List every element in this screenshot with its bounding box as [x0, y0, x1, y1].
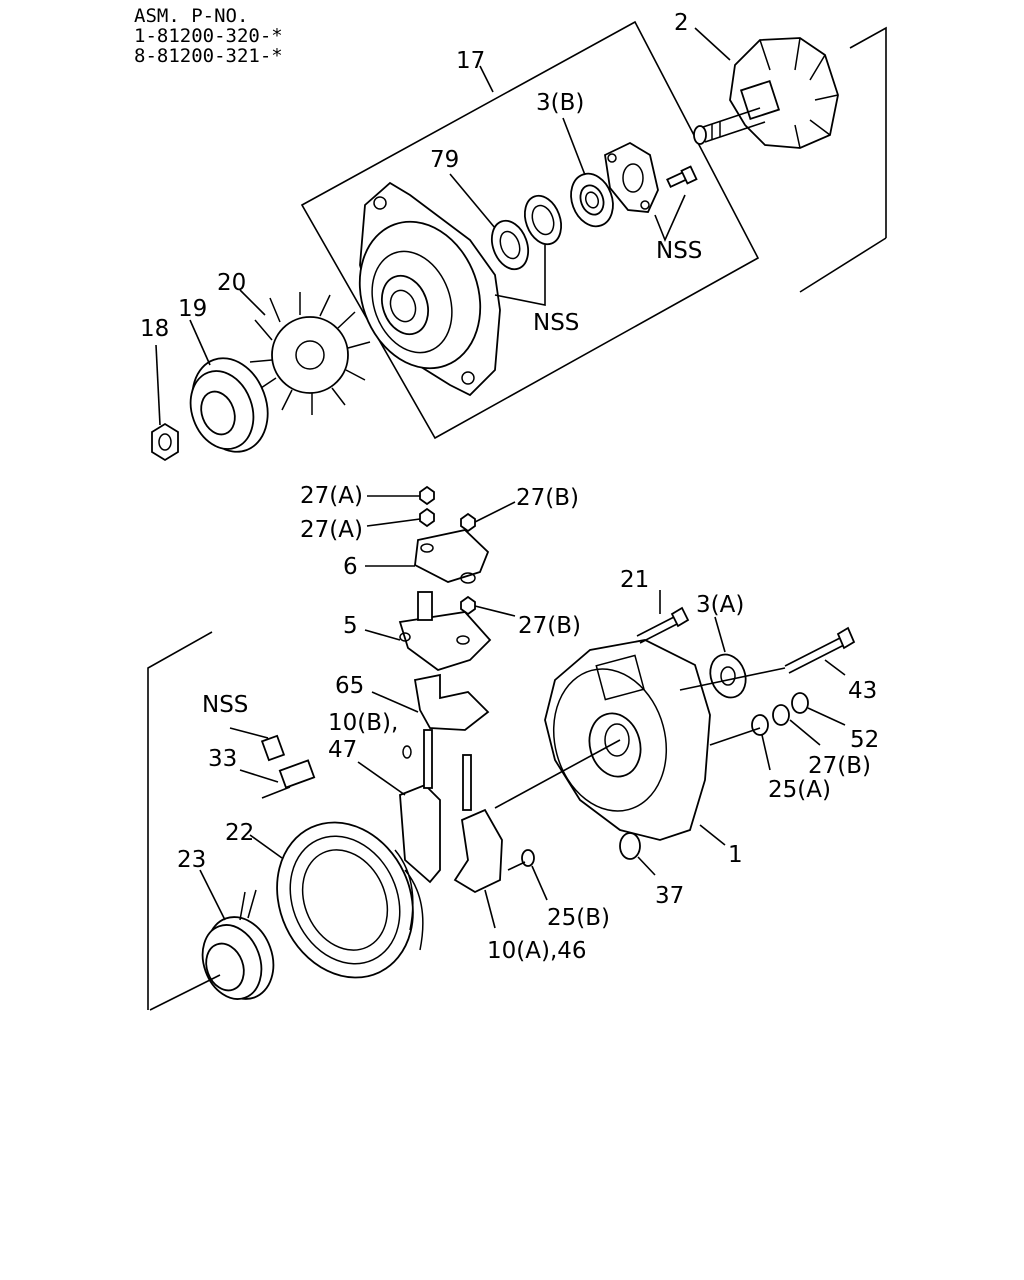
callout-23: 23: [177, 847, 206, 873]
cover-6-part: [414, 529, 490, 584]
nut-27b-3-part: [772, 704, 790, 726]
callout-5: 5: [343, 613, 358, 639]
callout-2: 2: [674, 10, 689, 36]
bearing-3a-part: [709, 653, 747, 699]
seal-79-part: [490, 219, 530, 271]
callout-33: 33: [208, 746, 237, 772]
screw-25b-part: [507, 849, 535, 871]
cap-52-part: [791, 692, 809, 714]
callout-20: 20: [217, 270, 246, 296]
callout-3a: 3(A): [696, 592, 744, 618]
callout-nss-mid: NSS: [533, 310, 579, 336]
brush-holder-47-part: [399, 729, 441, 884]
callout-6: 6: [343, 554, 358, 580]
callout-10a-46: 10(A),46: [487, 938, 587, 964]
callout-19: 19: [178, 296, 207, 322]
callout-labels: 2 17 3(B) 79 NSS NSS 20 19 18 27(A) 27(A…: [140, 10, 879, 964]
callout-25a: 25(A): [768, 777, 831, 803]
assembly-title: ASM. P-NO.: [134, 5, 249, 27]
callout-27b-1: 27(B): [516, 485, 579, 511]
callout-22: 22: [225, 820, 254, 846]
pulley-part: [189, 357, 269, 453]
callout-17: 17: [456, 48, 485, 74]
bearing-3b-part: [570, 172, 614, 228]
nut-27b-1-part: [460, 512, 476, 533]
part-number-2: 8-81200-321-*: [134, 45, 283, 67]
stator-22-part: [276, 821, 424, 979]
regulator-5-part: [398, 591, 492, 671]
front-housing-part: [358, 181, 501, 397]
nut-27a-2-part: [419, 507, 435, 528]
callout-1: 1: [728, 842, 743, 868]
bearing-retainer-plate: [604, 141, 659, 213]
callout-27a-1: 27(A): [300, 483, 363, 509]
retainer-screw: [666, 165, 698, 189]
callout-10b: 10(B),: [328, 710, 398, 736]
washer-part: [523, 194, 563, 246]
spacer-37-part: [619, 832, 641, 860]
leader-lines: [149, 27, 846, 1011]
bushing-25a-part: [751, 714, 769, 736]
rotor-part: [693, 37, 839, 149]
callout-nss-top: NSS: [656, 238, 702, 264]
callout-27b-2: 27(B): [518, 613, 581, 639]
rear-housing-part: [544, 639, 711, 841]
callout-3b: 3(B): [536, 90, 584, 116]
bolt-43-part: [784, 626, 856, 674]
diode-plate-10a-part: [453, 754, 503, 894]
nut-18-part: [151, 422, 179, 462]
nut-27b-2-part: [460, 595, 476, 616]
callout-21: 21: [620, 567, 649, 593]
callout-79: 79: [430, 147, 459, 173]
callout-47: 47: [328, 737, 357, 763]
part-number-1: 1-81200-320-*: [134, 25, 283, 47]
assembly-frame-lines: [147, 20, 887, 1010]
callout-43: 43: [848, 678, 877, 704]
bracket-65-part: [413, 673, 490, 731]
callout-52: 52: [850, 727, 879, 753]
callout-25b: 25(B): [547, 905, 610, 931]
rotor-coil-23-part: [201, 889, 275, 1000]
bolt-21-part: [636, 606, 690, 644]
terminal-33-part: [260, 734, 316, 799]
callout-18: 18: [140, 316, 169, 342]
callout-nss-left: NSS: [202, 692, 248, 718]
callout-27a-2: 27(A): [300, 517, 363, 543]
assembly-part-number-block: ASM. P-NO. 1-81200-320-* 8-81200-321-*: [134, 6, 283, 66]
callout-65: 65: [335, 673, 364, 699]
cooling-fan-part: [249, 292, 371, 415]
callout-27b-3: 27(B): [808, 753, 871, 779]
callout-37: 37: [655, 883, 684, 909]
nut-27a-1-part: [419, 485, 435, 506]
